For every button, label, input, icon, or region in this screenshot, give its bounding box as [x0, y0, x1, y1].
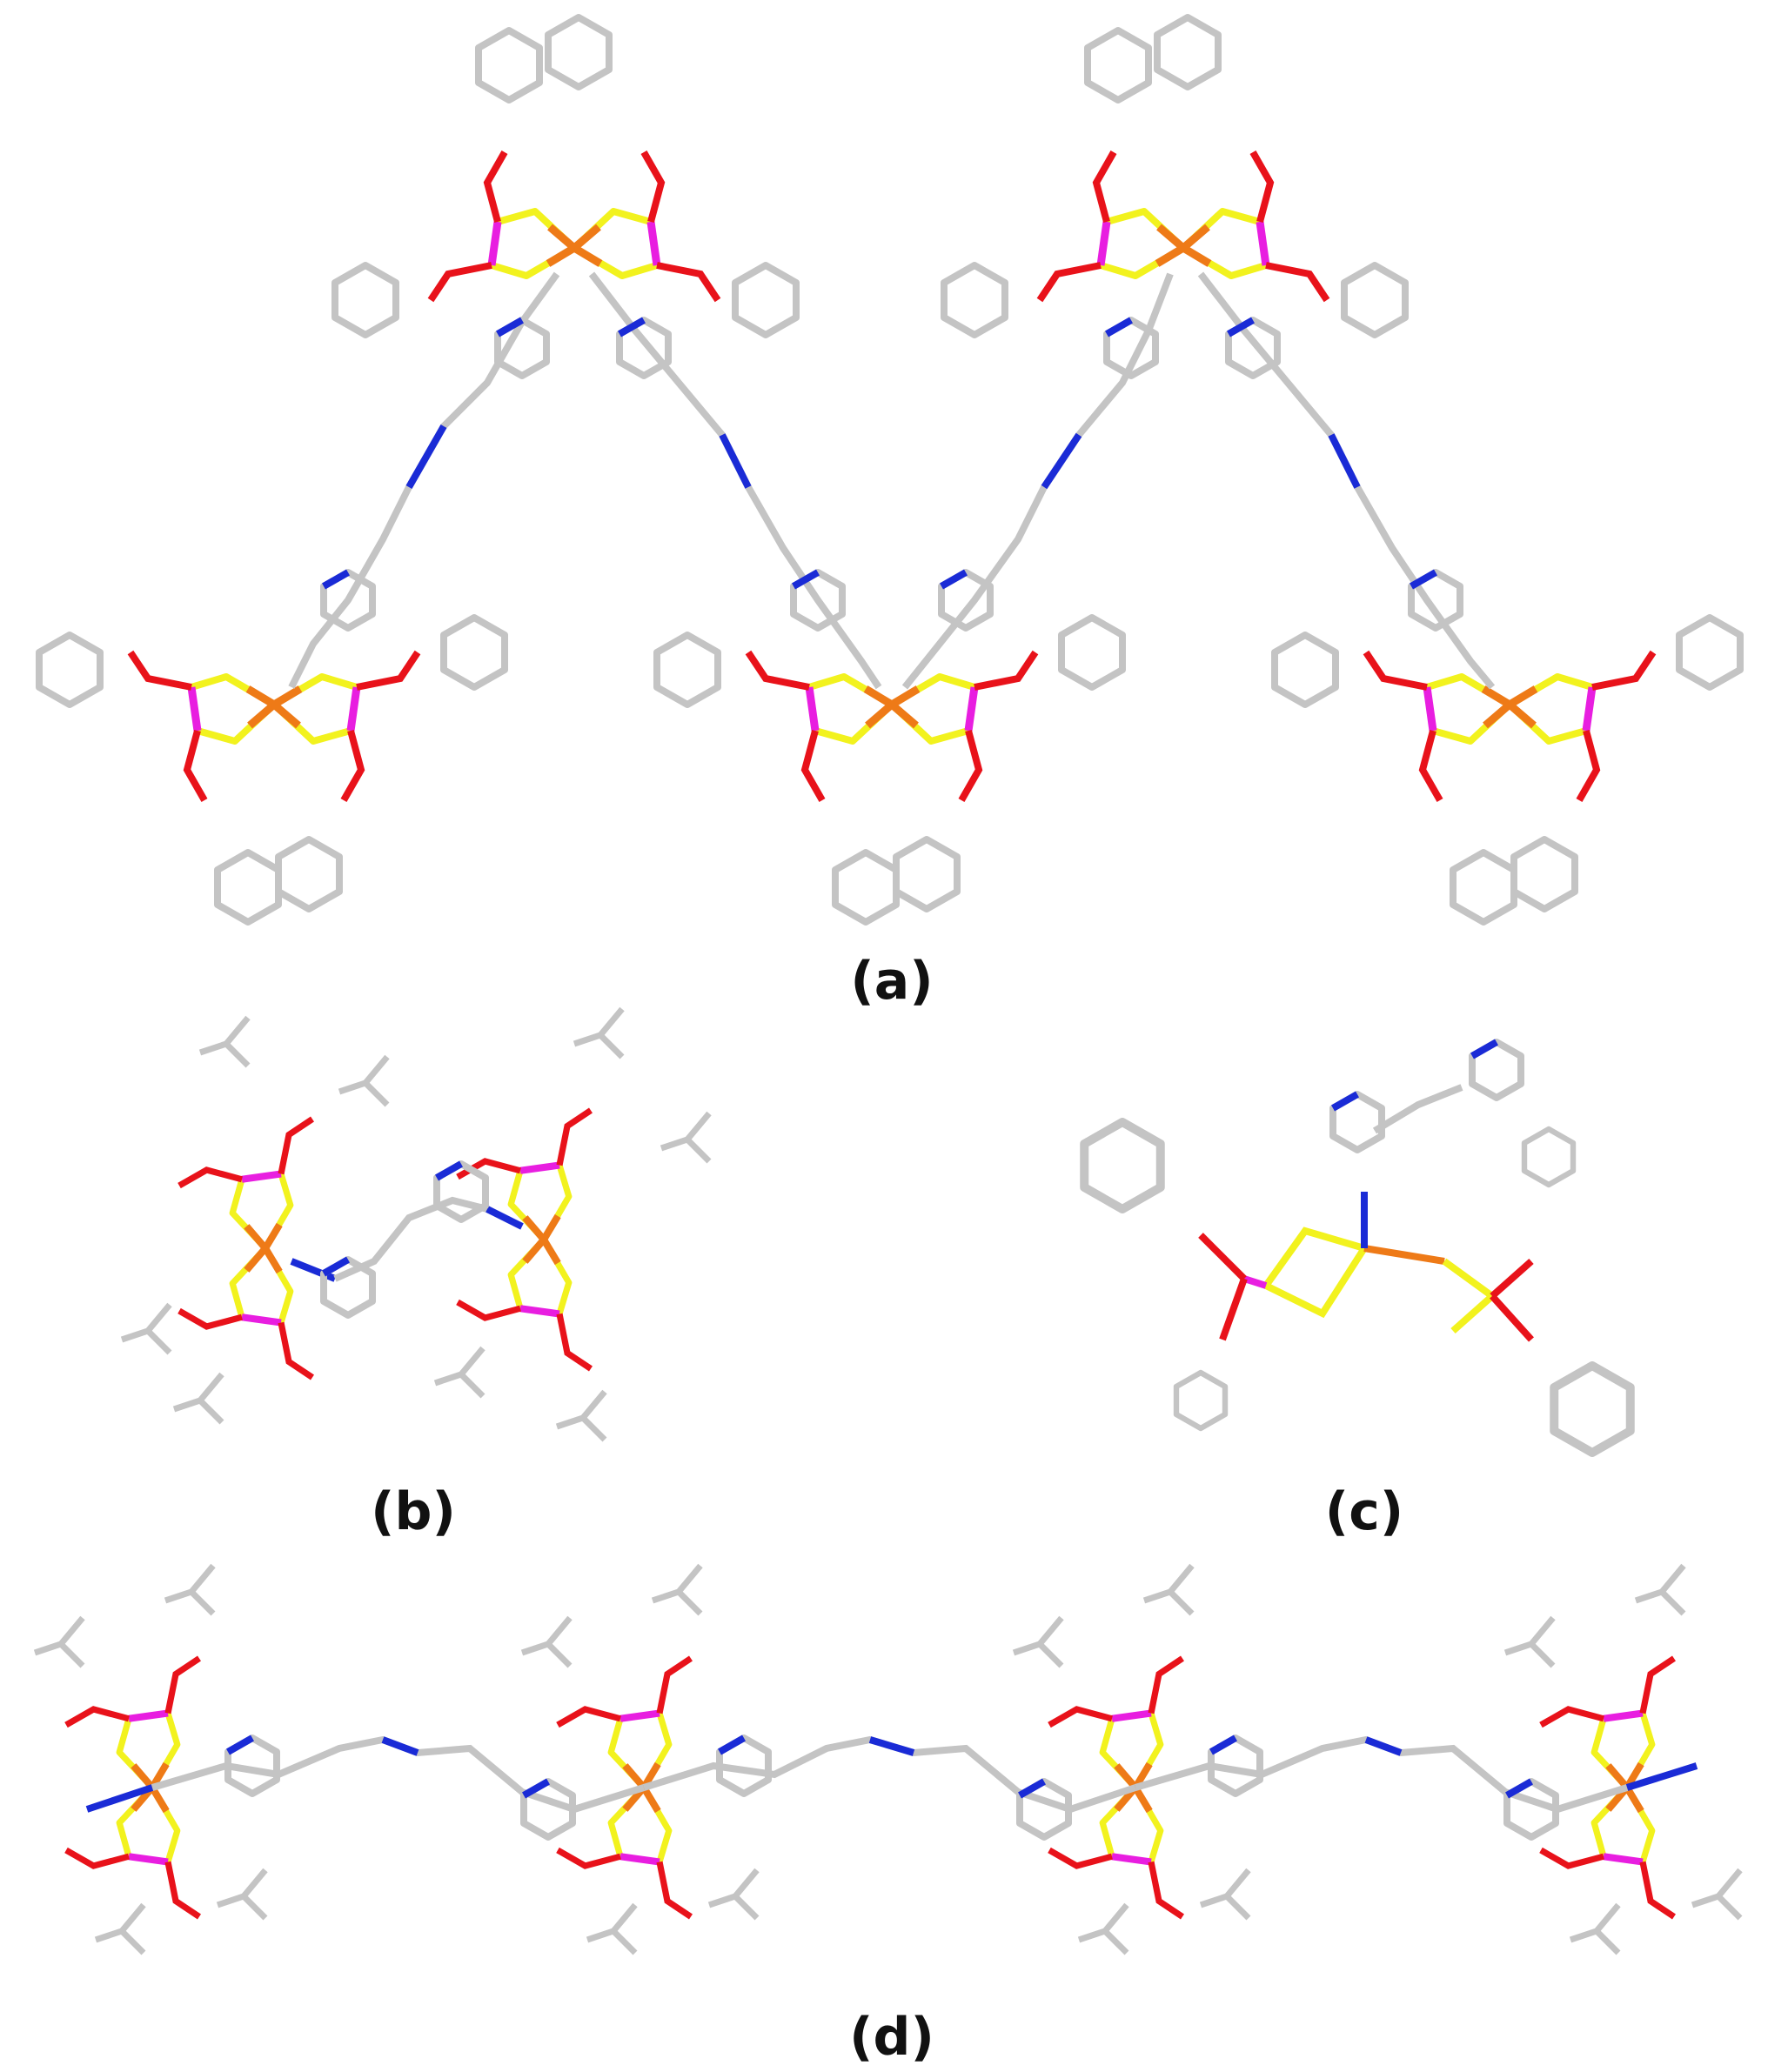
- panel-d-label: (d): [849, 2007, 934, 2068]
- panel-b-label: (b): [371, 1481, 456, 1542]
- panel-d-fe-core-1: [66, 1659, 199, 1917]
- panel-a-fe-core-top-1: [431, 152, 718, 300]
- panel-a-fe-core-bottom-1: [131, 652, 418, 800]
- panel-a-bottom-rings: [39, 618, 1740, 922]
- panel-c-structure: [1084, 1042, 1631, 1453]
- panel-d-fe-core-2: [558, 1659, 691, 1917]
- panel-a-fe-core-bottom-2: [748, 652, 1035, 800]
- panel-d-structure: [35, 1566, 1740, 1953]
- panel-a-fe-core-top-2: [1040, 152, 1327, 300]
- panel-b-fe-core-1: [179, 1120, 312, 1378]
- panel-d-fe-core-3: [1049, 1659, 1182, 1917]
- panel-a-label: (a): [850, 951, 933, 1012]
- panel-a-linkers: [288, 271, 1496, 690]
- panel-b-fe-core-2: [458, 1111, 591, 1369]
- panel-a-top-rings: [335, 17, 1405, 335]
- panel-a-structure: [39, 17, 1740, 922]
- panel-d-fe-core-4: [1541, 1659, 1674, 1917]
- panel-a-fe-core-bottom-3: [1366, 652, 1653, 800]
- panel-b-structure: [122, 1009, 709, 1440]
- panel-c-label: (c): [1325, 1481, 1403, 1542]
